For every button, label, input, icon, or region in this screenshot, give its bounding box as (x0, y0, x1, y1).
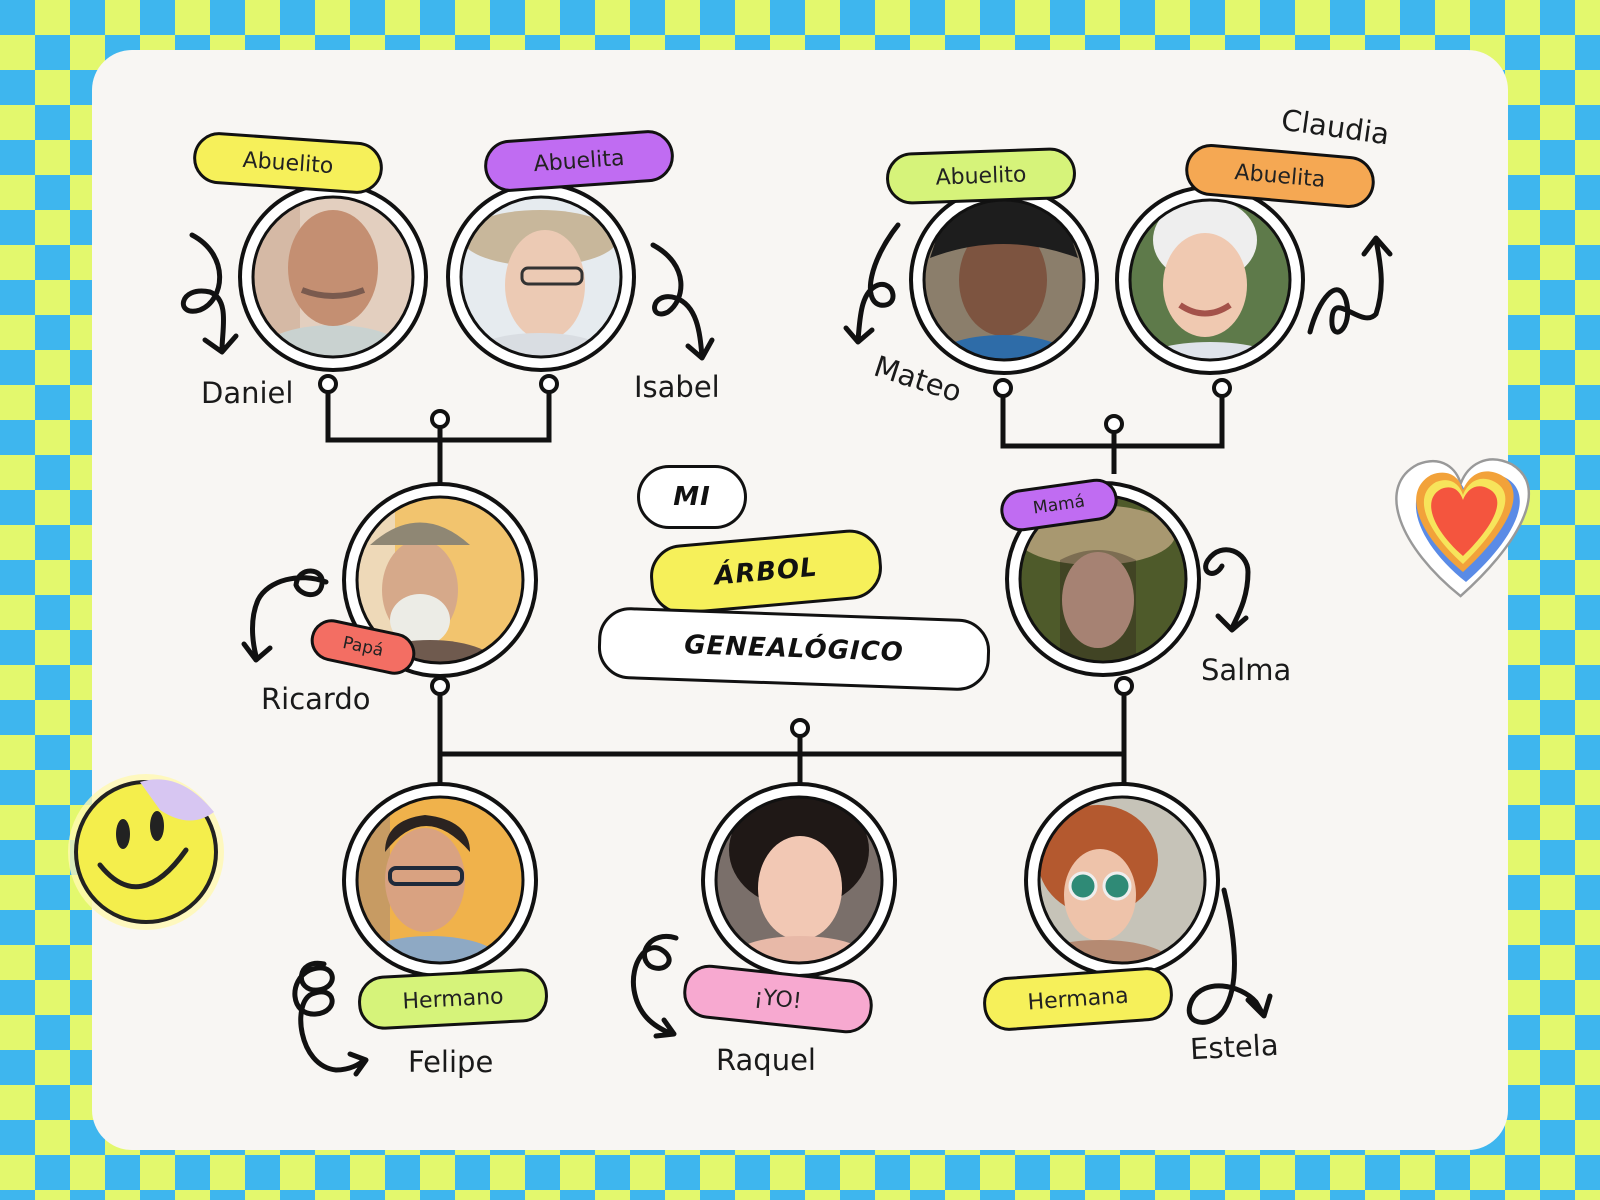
avatar (342, 782, 538, 978)
avatar (1115, 185, 1305, 375)
swirl-arrow-icon (181, 232, 239, 355)
swirl-arrow-icon (630, 933, 679, 1039)
swirl-arrow-icon (1307, 235, 1393, 335)
connector-nodes (318, 374, 1232, 738)
avatar (446, 182, 636, 372)
swirl-arrow-icon (843, 222, 901, 345)
swirl-arrow-icon (292, 960, 369, 1077)
role-pill-mateo: Abuelito (885, 146, 1077, 206)
avatar (238, 182, 428, 372)
name-daniel: Daniel (201, 376, 294, 410)
avatar (1024, 782, 1220, 978)
swirl-arrows (181, 222, 1393, 1077)
avatar (701, 782, 897, 978)
name-ricardo: Ricardo (261, 682, 371, 716)
swirl-arrow-icon (1203, 547, 1251, 633)
title-line-3: GENEALÓGICO (596, 606, 992, 692)
avatar (909, 185, 1099, 375)
avatar (1005, 481, 1201, 677)
connector-children (437, 686, 1127, 792)
smiley-sticker-icon (68, 774, 224, 930)
name-raquel: Raquel (716, 1043, 816, 1077)
role-pill-felipe: Hermano (356, 967, 550, 1031)
name-estela: Estela (1189, 1027, 1280, 1067)
name-felipe: Felipe (408, 1045, 494, 1079)
swirl-arrow-icon (650, 242, 715, 361)
heart-sticker-icon (1395, 458, 1531, 598)
swirl-arrow-icon (1186, 887, 1273, 1025)
family-connectors (325, 386, 1225, 792)
name-salma: Salma (1201, 653, 1292, 687)
title-line-1: MI (637, 465, 747, 529)
swirl-arrow-icon (241, 568, 329, 663)
name-isabel: Isabel (634, 370, 720, 404)
